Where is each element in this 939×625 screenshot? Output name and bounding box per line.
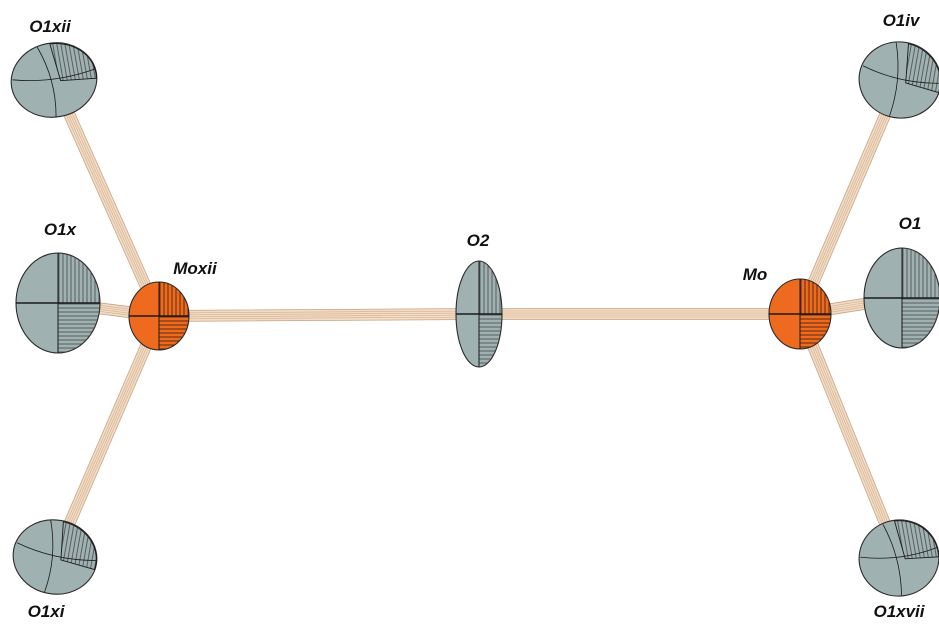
atom-O1 bbox=[863, 247, 939, 349]
atom-O1iv bbox=[858, 41, 939, 119]
atom-O1x bbox=[15, 252, 101, 354]
atom-Moxii bbox=[128, 281, 190, 351]
bond-O2-Mo bbox=[478, 308, 801, 320]
label-O1xii: O1xii bbox=[29, 17, 72, 36]
label-O1iv: O1iv bbox=[883, 11, 921, 30]
atoms bbox=[10, 41, 939, 597]
atom-O1xii bbox=[10, 42, 98, 118]
label-O2: O2 bbox=[467, 231, 490, 250]
label-O1: O1 bbox=[899, 214, 922, 233]
bond-Moxii-O2 bbox=[158, 308, 480, 322]
label-Moxii: Moxii bbox=[173, 259, 218, 278]
bond-Moxii-O1xii bbox=[48, 77, 165, 319]
label-O1xi: O1xi bbox=[28, 602, 66, 621]
atom-O1xi bbox=[12, 519, 98, 595]
label-O1x: O1x bbox=[44, 220, 78, 239]
label-O1xvii: O1xvii bbox=[873, 602, 925, 621]
atom-O1xvii bbox=[858, 519, 939, 597]
label-Mo: Mo bbox=[743, 265, 768, 284]
atom-Mo bbox=[768, 278, 832, 350]
atom-O2 bbox=[455, 260, 503, 368]
